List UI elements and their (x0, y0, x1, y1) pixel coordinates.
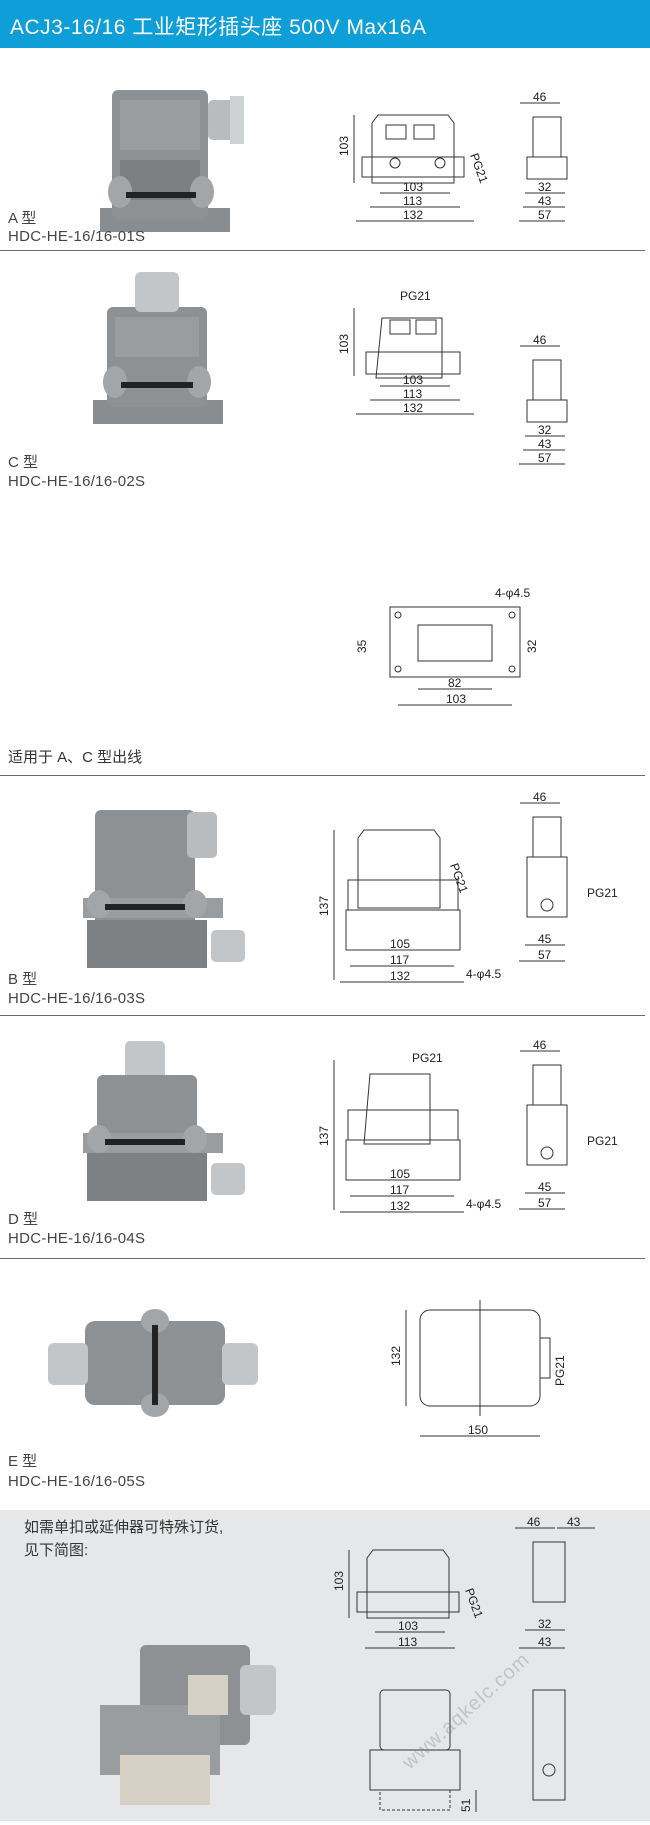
dim-132: 132 (390, 1199, 410, 1213)
product-photo-extender (100, 1645, 276, 1805)
dim-pg21: PG21 (467, 151, 491, 185)
product-photo-b (83, 810, 245, 968)
dim-103: 103 (403, 373, 423, 387)
product-photo-c (93, 272, 223, 424)
dim-46: 46 (533, 90, 547, 104)
dim-holes: 4-φ4.5 (466, 967, 501, 981)
dim-103: 103 (398, 1619, 418, 1633)
dim-82: 82 (448, 676, 462, 690)
dim-46: 46 (533, 1038, 547, 1052)
dim-57: 57 (538, 1196, 552, 1210)
drawing-e: 132 PG21 150 (389, 1290, 590, 1465)
model-label-b: HDC-HE-16/16-03S (8, 990, 146, 1007)
dim-43: 43 (538, 194, 552, 208)
dim-holes: 4-φ4.5 (495, 586, 530, 600)
dim-32: 32 (538, 180, 552, 194)
divider (0, 1258, 645, 1259)
dim-height: 103 (337, 136, 351, 156)
drawing-extender-lower-front: 51 (360, 1680, 490, 1825)
dim-pg21: PG21 (587, 1134, 618, 1148)
dim-137: 137 (317, 1126, 331, 1146)
dim-113: 113 (398, 1635, 417, 1649)
page-title: ACJ3-16/16 工业矩形插头座 500V Max16A (10, 16, 427, 39)
dim-43: 43 (567, 1515, 581, 1529)
special-order-note-line1: 如需单扣或延伸器可特殊订货, (24, 1519, 224, 1536)
dim-113: 113 (403, 387, 422, 401)
dim-132: 132 (389, 1346, 403, 1366)
panel-cutout-drawing: 4-φ4.5 35 32 82 103 (340, 585, 570, 730)
dim-46: 46 (527, 1515, 541, 1529)
type-label-b: B 型 (8, 971, 38, 988)
model-label-e: HDC-HE-16/16-05S (8, 1473, 146, 1490)
dim-105: 105 (390, 1167, 410, 1181)
dim-57: 57 (538, 451, 552, 465)
dim-pg21: PG21 (447, 861, 471, 895)
dim-132: 132 (403, 208, 423, 222)
dim-pg21: PG21 (587, 886, 618, 900)
dim-43: 43 (538, 437, 552, 451)
model-label-d: HDC-HE-16/16-04S (8, 1230, 146, 1247)
drawing-a-front: 103 103 113 132 PG21 (337, 95, 510, 270)
type-label-e: E 型 (8, 1453, 38, 1470)
product-photo-e (48, 1309, 258, 1417)
dim-103: 103 (403, 180, 423, 194)
product-photo-d (83, 1041, 245, 1201)
dim-35: 35 (355, 639, 369, 653)
dim-43: 43 (538, 1635, 552, 1649)
dim-32: 32 (538, 423, 552, 437)
dim-pg21: PG21 (462, 1586, 486, 1620)
dim-pg21: PG21 (553, 1355, 567, 1386)
dim-105: 105 (390, 937, 410, 951)
drawing-extender-front: 103 103 113 PG21 (332, 1530, 505, 1685)
dim-57: 57 (538, 948, 552, 962)
dim-132: 132 (403, 401, 423, 415)
dim-46: 46 (533, 333, 547, 347)
cutout-note: 适用于 A、C 型出线 (8, 749, 143, 766)
divider (0, 1015, 645, 1016)
type-label-a: A 型 (8, 210, 37, 227)
title-bar: ACJ3-16/16 工业矩形插头座 500V Max16A (0, 0, 650, 48)
dim-32: 32 (525, 639, 539, 653)
dim-45: 45 (538, 932, 552, 946)
dim-137: 137 (317, 896, 331, 916)
divider (0, 250, 645, 251)
model-label-c: HDC-HE-16/16-02S (8, 473, 146, 490)
dim-height: 103 (332, 1571, 346, 1591)
dim-pg21: PG21 (412, 1051, 443, 1065)
type-label-d: D 型 (8, 1211, 39, 1228)
dim-46: 46 (533, 790, 547, 804)
dim-45: 45 (538, 1180, 552, 1194)
drawing-d-side: 46 PG21 45 57 (505, 1038, 635, 1228)
dim-117: 117 (390, 1183, 409, 1197)
drawing-c-side: 46 32 43 57 (505, 333, 575, 513)
dim-pg21: PG21 (400, 289, 431, 303)
drawing-b-side: 46 PG21 45 57 (505, 790, 635, 980)
dim-51: 51 (459, 1798, 473, 1812)
drawing-extender-lower-side (505, 1680, 585, 1825)
drawing-a-side: 46 32 43 57 (505, 90, 575, 270)
model-label-a: HDC-HE-16/16-01S (8, 228, 146, 245)
drawing-b-front: 137 105 117 132 4-φ4.5 PG21 (317, 820, 520, 1005)
drawing-extender-side: 46 43 32 43 (505, 1515, 615, 1675)
drawing-c-front: 103 PG21 103 113 132 (337, 288, 510, 453)
drawing-d-front: 137 PG21 105 117 132 4-φ4.5 (317, 1050, 520, 1235)
type-label-c: C 型 (8, 454, 39, 471)
product-photo-a (100, 90, 244, 232)
dim-103: 103 (446, 692, 466, 706)
dim-holes: 4-φ4.5 (466, 1197, 501, 1211)
dim-150: 150 (468, 1423, 488, 1437)
dim-height: 103 (337, 334, 351, 354)
dim-32: 32 (538, 1617, 552, 1631)
special-order-note-line2: 见下简图: (24, 1542, 89, 1559)
dim-57: 57 (538, 208, 552, 222)
divider (0, 775, 645, 776)
dim-117: 117 (390, 953, 409, 967)
dim-132: 132 (390, 969, 410, 983)
dim-113: 113 (403, 194, 422, 208)
